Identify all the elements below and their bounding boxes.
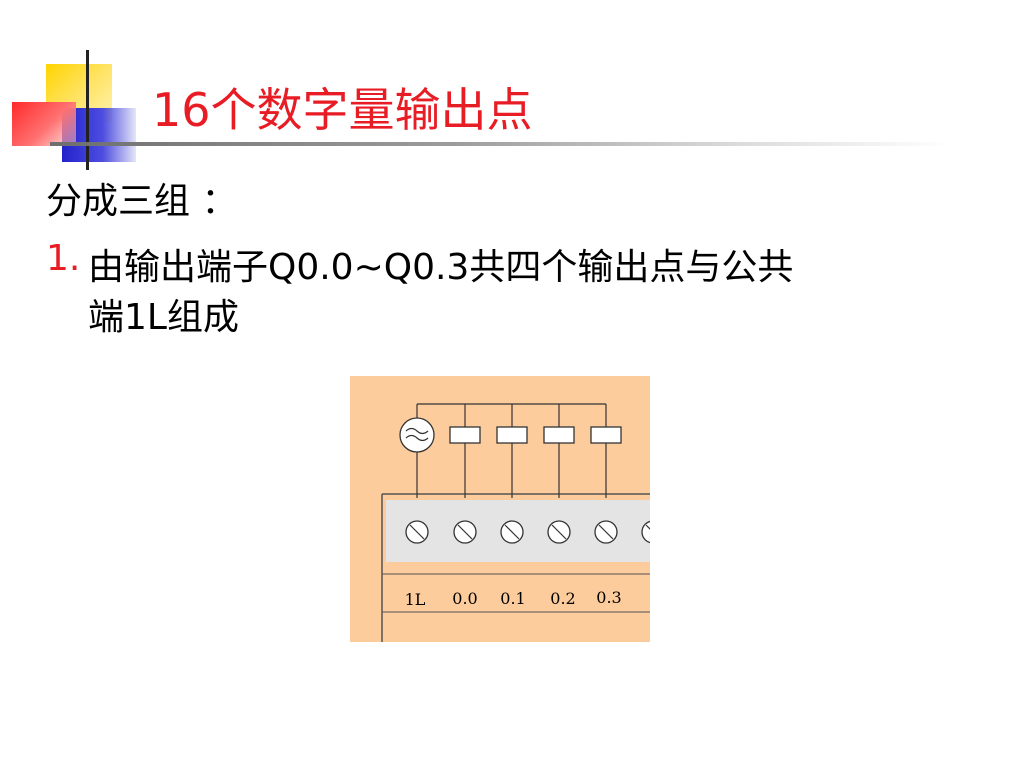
- terminal-label-0-3: 0.3: [596, 588, 621, 607]
- load-q0-0: [449, 404, 481, 498]
- load-q0-2: [543, 404, 575, 498]
- item-1-line1: 由输出端子Q0.0~Q0.3共四个输出点与公共: [88, 247, 794, 288]
- page-title: 16个数字量输出点: [152, 83, 533, 137]
- load-icon: [590, 426, 622, 444]
- screw-terminal-icon: [453, 520, 477, 544]
- terminal-label-1l: 1L: [405, 590, 426, 609]
- title-underline: [50, 142, 950, 146]
- output-wiring-diagram: 1L 0.0 0.1 0.2 0.3: [350, 376, 650, 642]
- screw-terminal-icon: [500, 520, 524, 544]
- deco-vertical-line: [86, 50, 89, 170]
- ac-source-icon: [399, 417, 435, 453]
- item-1-number: 1.: [46, 238, 80, 279]
- terminal-label-0-1: 0.1: [500, 589, 525, 608]
- terminal-label-0-2: 0.2: [550, 589, 575, 608]
- list-number: 1.: [46, 238, 81, 279]
- deco-red-square: [12, 102, 76, 146]
- intro-text: 分成三组 ：: [46, 181, 238, 222]
- screw-terminal-icon: [405, 520, 429, 544]
- load-icon: [543, 426, 575, 444]
- load-q0-1: [496, 404, 528, 498]
- screw-terminal-icon: [641, 520, 650, 544]
- item-1-line2: 端1L组成: [88, 297, 239, 338]
- load-q0-3: [590, 404, 622, 498]
- load-icon: [449, 426, 481, 444]
- load-icon: [496, 426, 528, 444]
- screw-terminal-icon: [594, 520, 618, 544]
- terminal-label-0-0: 0.0: [452, 589, 477, 608]
- screw-terminal-icon: [547, 520, 571, 544]
